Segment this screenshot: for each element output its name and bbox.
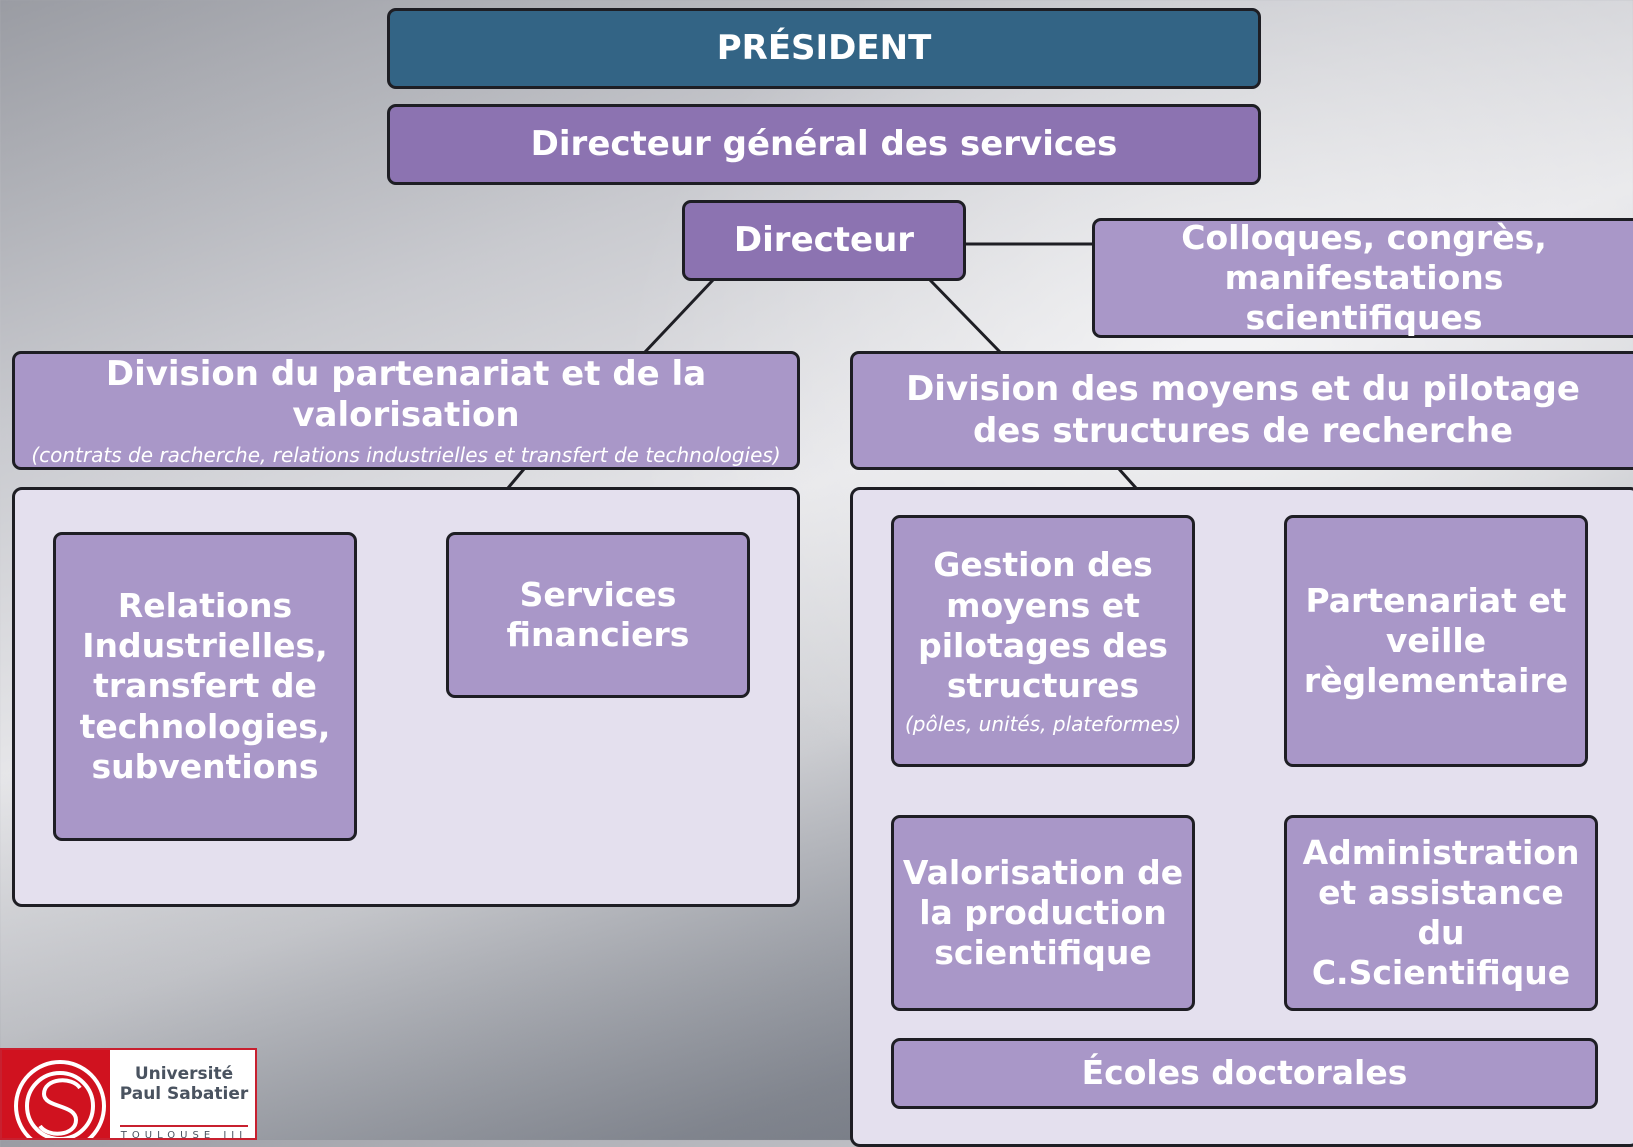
div-partenariat-title: Division du partenariat et de la valoris… — [105, 353, 707, 436]
colloques-box: Colloques, congrès, manifestations scien… — [1092, 218, 1633, 338]
directeur-label: Directeur — [733, 219, 915, 260]
connector-directeur-div-partenariat — [643, 278, 715, 354]
services-financiers-label: Services financiers — [506, 574, 690, 654]
div-partenariat-subtitle: (contrats de racherche, relations indust… — [31, 442, 781, 467]
president-box: PRÉSIDENT — [387, 8, 1261, 89]
gestion-subtitle: (pôles, unités, plateformes) — [904, 712, 1182, 737]
valorisation-box: Valorisation de la production scientifiq… — [891, 815, 1195, 1011]
president-label: PRÉSIDENT — [716, 27, 932, 68]
gestion-box: Gestion des moyens et pilotages des stru… — [891, 515, 1195, 767]
administration-label: Administration et assistance du C.Scient… — [1302, 832, 1580, 993]
dgs-box: Directeur général des services — [387, 104, 1261, 185]
logo-line2: Paul Sabatier — [119, 1084, 249, 1104]
relations-label: Relations Industrielles, transfert de te… — [79, 585, 331, 786]
ecoles-doctorales-box: Écoles doctorales — [891, 1038, 1598, 1109]
div-moyens-box: Division des moyens et du pilotage des s… — [850, 351, 1633, 470]
directeur-box: Directeur — [682, 200, 966, 281]
partenariat-veille-label: Partenariat et veille règlementaire — [1303, 580, 1569, 701]
logo-divider — [120, 1125, 248, 1127]
valorisation-label: Valorisation de la production scientifiq… — [902, 852, 1184, 973]
connector-directeur-div-moyens — [928, 278, 1002, 354]
connector-div-partenariat-panel — [506, 468, 526, 489]
ecoles-doctorales-label: Écoles doctorales — [1081, 1053, 1408, 1093]
relations-box: Relations Industrielles, transfert de te… — [53, 532, 357, 841]
logo-line3: TOULOUSE III — [120, 1130, 248, 1140]
div-partenariat-box: Division du partenariat et de la valoris… — [12, 351, 800, 470]
services-financiers-box: Services financiers — [446, 532, 750, 698]
logo-line1: Université — [134, 1064, 234, 1084]
connector-div-moyens-panel — [1117, 467, 1138, 490]
dgs-label: Directeur général des services — [530, 123, 1118, 164]
university-logo: Université Paul Sabatier TOULOUSE III — [0, 1048, 257, 1140]
colloques-label: Colloques, congrès, manifestations scien… — [1181, 217, 1547, 338]
gestion-title: Gestion des moyens et pilotages des stru… — [918, 545, 1168, 706]
administration-box: Administration et assistance du C.Scient… — [1284, 815, 1598, 1011]
div-moyens-title: Division des moyens et du pilotage des s… — [906, 369, 1580, 451]
logo-emblem-icon — [2, 1050, 110, 1138]
partenariat-veille-box: Partenariat et veille règlementaire — [1284, 515, 1588, 767]
logo-name: Université Paul Sabatier — [114, 1064, 254, 1104]
